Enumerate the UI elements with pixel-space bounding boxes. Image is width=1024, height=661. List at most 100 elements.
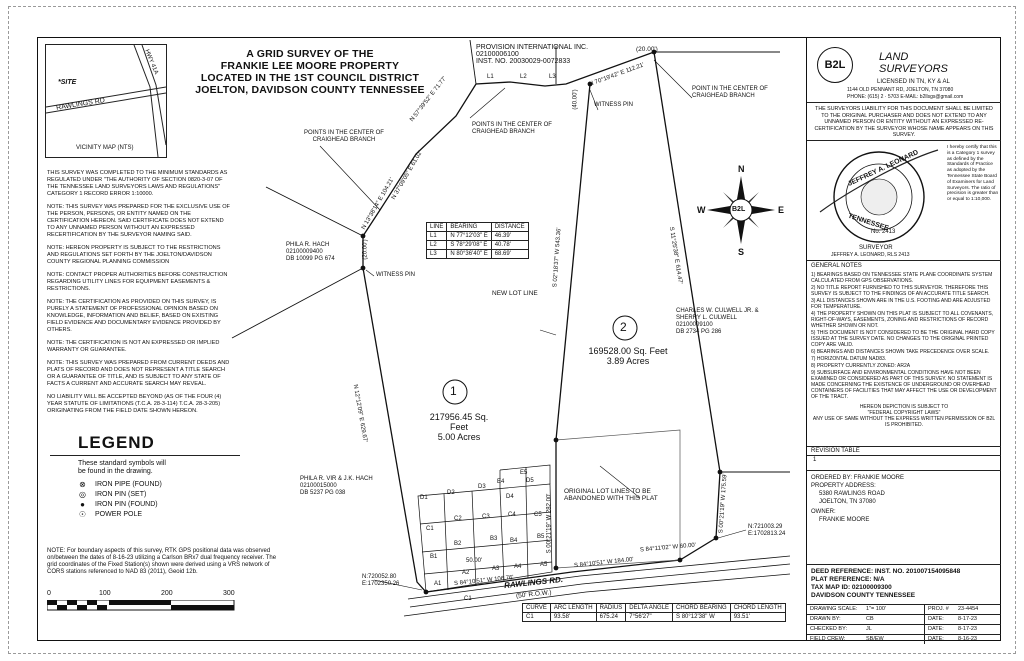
culwell-owner-name-1: CHARLES W. CULWELL JR. & <box>676 308 759 314</box>
scale-label: 0 <box>47 590 51 597</box>
legend-item: ☉POWER POLE <box>78 509 238 519</box>
info-value: 8-17-23 <box>958 626 977 632</box>
line-table-cell: L3 <box>425 249 448 259</box>
info-key: FIELD CREW: <box>810 636 846 642</box>
curve-table-cell: 675.24 <box>595 612 627 622</box>
curve-table-cell: S 80°12'38" W <box>672 612 731 622</box>
general-note-item: 6) BEARINGS AND DISTANCES SHOWN TAKE PRE… <box>811 349 990 355</box>
note-item: NOTE: THIS SURVEY WAS PREPARED FROM CURR… <box>47 360 230 387</box>
general-note-item: 2) NO TITLE REPORT FURNISHED TO THIS SUR… <box>811 285 990 297</box>
grid-cell-label: C1 <box>426 526 434 532</box>
lot-1-number: 1 <box>450 384 457 398</box>
line-table-header: DISTANCE <box>490 222 529 232</box>
lot-2-acres: 3.89 Acres <box>606 356 650 366</box>
coord-se-north: N:721003.29 <box>748 524 783 530</box>
curve-table-header: CHORD BEARING <box>672 603 731 613</box>
general-notes-heading: GENERAL NOTES <box>811 263 862 269</box>
info-key: DRAWN BY: <box>810 616 841 622</box>
hach-owner-name: PHILA R. HACH <box>286 242 330 248</box>
general-note-item: 8) PROPERTY CURRENTLY ZONED: AR2A <box>811 363 911 369</box>
company-block: B2L LAND SURVEYORS LICENSED IN TN, KY & … <box>807 37 1001 103</box>
hach-vir-owner: PHILA R. VIR & J.K. HACH 02100015000 DB … <box>300 476 373 497</box>
compass-e: E <box>778 205 785 215</box>
grid-cell-label: A5 <box>540 562 548 568</box>
legend-item-label: IRON PIN (FOUND) <box>95 500 158 508</box>
lot-2-circle <box>612 315 638 341</box>
line-table-cell: L2 <box>425 240 448 250</box>
line-table-cell: N 80°36'40" E <box>446 249 492 259</box>
branch-points-label: POINTS IN THE CENTER OF CRAIGHEAD BRANCH <box>304 130 384 143</box>
company-contact: PHONE: (615) 2 · 5703 E-MAIL: b2llsgs@gm… <box>847 94 964 100</box>
curve-table-cell: 93.51' <box>729 612 786 622</box>
grid-cell-label: D1 <box>420 495 428 501</box>
grid-cell-label: B3 <box>490 536 498 542</box>
curve-table-cell: 7°56'27" <box>625 612 674 622</box>
lot-2-area: 169528.00 Sq. Feet 3.89 Acres <box>588 346 668 366</box>
hach-owner-id: 02100009400 <box>286 249 323 255</box>
coord-se-east: E:1702813.24 <box>748 531 786 537</box>
north-arrow-compass <box>707 176 775 244</box>
note-item: NO LIABILITY WILL BE ACCEPTED BEYOND (AS… <box>47 394 222 414</box>
line-table-header: LINE <box>425 222 448 232</box>
info-value: 8-16-23 <box>958 636 977 642</box>
grid-cell-label: A1 <box>434 581 442 587</box>
survey-monuments <box>360 49 723 595</box>
county: DAVIDSON COUNTY TENNESSEE <box>811 592 916 599</box>
branch-points-label: POINTS IN THE CENTER OF CRAIGHEAD BRANCH <box>472 122 552 135</box>
surveyor-name: JEFFREY A. LEONARD, RLS 2413 <box>831 252 910 258</box>
grid-cell-label: C5 <box>534 512 542 518</box>
culwell-owner-id: 02100009100 <box>676 322 713 328</box>
logo-text: B2L <box>824 59 846 71</box>
note-item: NOTE: HEREON PROPERTY IS SUBJECT TO THE … <box>47 245 221 265</box>
provision-owner-name: PROVISION INTERNATIONAL INC. <box>476 44 589 51</box>
seal-certification: I hereby certify that this is a Category… <box>947 145 999 203</box>
hach-vir-owner-db: DB 5237 PG 038 <box>300 490 346 496</box>
grid-cell-label: A4 <box>514 564 522 570</box>
scale-label: 200 <box>161 590 173 597</box>
legend-intro-1: These standard symbols will <box>78 460 166 467</box>
grid-cell-label: B4 <box>510 538 518 544</box>
line-table-cell: 40.78' <box>490 240 529 250</box>
scale-bar-graphic <box>47 600 235 611</box>
general-note-item: 4) THE PROPERTY SHOWN ON THIS PLAT IS SU… <box>811 311 994 329</box>
compass-w: W <box>697 205 706 215</box>
copyright-line-3: ANY USE OF SAME WITHOUT THE EXPRESS WRIT… <box>812 416 996 428</box>
surveyor-label: SURVEYOR <box>859 245 893 251</box>
curve-table: CURVE ARC LENGTH RADIUS DELTA ANGLE CHOR… <box>522 603 786 622</box>
adjoining-lines <box>231 39 790 473</box>
provision-owner-inst: INST. NO. 20030029-0072833 <box>476 58 571 65</box>
line-table-cell: 68.69' <box>490 249 529 259</box>
curve-table-header: ARC LENGTH <box>549 603 597 613</box>
grid-cell-label: B2 <box>454 541 462 547</box>
drawing-info-row: FIELD CREW: SB/EW DATE: 8-16-23 <box>807 635 1001 644</box>
vicinity-site-label: *SITE <box>58 79 77 86</box>
coord-sw: N:720052.80 E:1702350.26 <box>362 574 399 588</box>
title-line-2: FRANKIE LEE MOORE PROPERTY <box>220 60 400 72</box>
coord-se: N:721003.29 E:1702813.24 <box>748 524 785 538</box>
road-edge-lines <box>403 555 791 617</box>
grid-cell-label: E5 <box>520 470 528 476</box>
curve-table-header: CURVE <box>522 603 551 613</box>
legend-item-label: IRON PIN (SET) <box>95 490 147 498</box>
grid-cell-label: D3 <box>478 484 486 490</box>
grid-cell-label: C2 <box>454 516 462 522</box>
lot-1-area: 217956.45 Sq. Feet 5.00 Acres <box>424 412 494 442</box>
iron-pin-found-icon: ● <box>80 499 85 509</box>
general-note-item: 5) THIS DOCUMENT IS NOT CONSIDERED TO BE… <box>811 330 995 348</box>
hach-vir-owner-name: PHILA R. VIR & J.K. HACH <box>300 476 373 482</box>
bearing-split: S 00°21'19" W 282.00' <box>546 493 553 554</box>
grid-cells <box>417 464 553 593</box>
title-line-3: LOCATED IN THE 1ST COUNCIL DISTRICT <box>200 72 420 84</box>
info-value: SB/EW <box>866 635 925 644</box>
title-block: B2L LAND SURVEYORS LICENSED IN TN, KY & … <box>806 37 1001 644</box>
legend-divider <box>50 455 240 456</box>
compass-n: N <box>738 164 745 174</box>
line-table-header: BEARING <box>446 222 492 232</box>
seal-number: No. 2413 <box>871 229 896 235</box>
compass-s: S <box>738 247 745 257</box>
distance-label: (20.00') <box>362 239 369 260</box>
legend-item: ⊗IRON PIPE (FOUND) <box>78 479 238 489</box>
distance-label: (40.00') <box>572 89 579 110</box>
